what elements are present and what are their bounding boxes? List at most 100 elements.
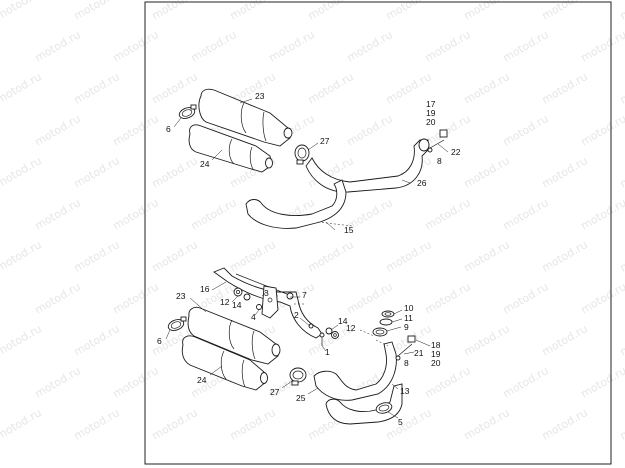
watermark-text: motod.ru <box>72 70 122 106</box>
left-washers-12-14 <box>233 287 251 301</box>
watermark-text: motod.ru <box>150 0 200 23</box>
callout-23-upper: 23 <box>255 91 265 101</box>
watermark-text: motod.ru <box>0 0 44 23</box>
watermark-text: motod.ru <box>462 154 512 190</box>
watermark-text: motod.ru <box>423 28 473 64</box>
lower-fastener-set <box>395 335 416 361</box>
gaskets-9-10-11 <box>372 310 395 337</box>
watermark-text: motod.ru <box>579 196 625 232</box>
upper-assembly <box>173 88 449 231</box>
callout-27-lower: 27 <box>270 387 280 397</box>
watermark-text: motod.ru <box>618 238 625 274</box>
watermark-text: motod.ru <box>33 364 83 400</box>
callout-13: 13 <box>400 386 410 396</box>
upper-fastener-set <box>427 129 448 153</box>
upper-leader-lines <box>173 98 449 231</box>
callout-24-upper: 24 <box>200 159 210 169</box>
watermark-text: motod.ru <box>306 238 356 274</box>
watermark-text: motod.ru <box>501 364 551 400</box>
watermark-text: motod.ru <box>462 0 512 23</box>
watermark-text: motod.ru <box>540 0 590 23</box>
bolt-4 <box>256 304 262 310</box>
lower-assembly-guides <box>294 303 389 347</box>
upper-clamp-27 <box>294 144 310 165</box>
callout-19-lower: 19 <box>431 349 441 359</box>
callout-9: 9 <box>404 322 409 332</box>
right-washers-12-14 <box>308 323 339 339</box>
head-pipe-13 <box>325 383 403 425</box>
callout-26: 26 <box>417 178 427 188</box>
callout-12-left: 12 <box>220 297 230 307</box>
watermark-text: motod.ru <box>540 70 590 106</box>
watermark-text: motod.ru <box>423 280 473 316</box>
lower-assembly <box>165 267 431 425</box>
callout-22: 22 <box>451 147 461 157</box>
watermark-text: motod.ru <box>540 322 590 358</box>
watermark-text: motod.ru <box>579 112 625 148</box>
watermark-text: motod.ru <box>501 280 551 316</box>
callout-8-lower: 8 <box>404 358 409 368</box>
watermark-text: motod.ru <box>501 28 551 64</box>
callout-12-right: 12 <box>346 323 356 333</box>
watermark-text: motod.ru <box>72 0 122 23</box>
watermark-text: motod.ru <box>111 28 161 64</box>
watermark-text: motod.ru <box>0 238 44 274</box>
callout-16: 16 <box>200 284 210 294</box>
watermark-text: motod.ru <box>228 406 278 442</box>
watermark-text: motod.ru <box>384 238 434 274</box>
watermark-text: motod.ru <box>618 322 625 358</box>
watermark-text: motod.ru <box>72 322 122 358</box>
watermark-text: motod.ru <box>618 70 625 106</box>
watermark-text: motod.ru <box>189 196 239 232</box>
watermark-text: motod.ru <box>306 70 356 106</box>
watermark-text: motod.ru <box>462 406 512 442</box>
watermark-text: motod.ru <box>579 364 625 400</box>
watermark-text: motod.ru <box>150 238 200 274</box>
watermark-text: motod.ru <box>189 28 239 64</box>
diagram-frame <box>144 1 612 465</box>
callout-7: 7 <box>302 290 307 300</box>
watermark-text: motod.ru <box>150 406 200 442</box>
watermark-text: motod.ru <box>0 322 44 358</box>
front-head-pipe-26 <box>305 138 430 193</box>
watermark-text: motod.ru <box>111 112 161 148</box>
callout-3: 3 <box>264 288 269 298</box>
watermark-text: motod.ru <box>228 238 278 274</box>
callout-1: 1 <box>325 347 330 357</box>
callout-27-upper: 27 <box>320 136 330 146</box>
watermark-text: motod.ru <box>462 322 512 358</box>
head-pipe-25 <box>313 341 397 401</box>
watermark-text: motod.ru <box>345 112 395 148</box>
watermark-text: motod.ru <box>462 70 512 106</box>
screw-1 <box>319 332 325 346</box>
watermark-text: motod.ru <box>150 70 200 106</box>
watermark-text: motod.ru <box>579 28 625 64</box>
watermark-text: motod.ru <box>618 406 625 442</box>
watermark-text: motod.ru <box>423 364 473 400</box>
callout-11: 11 <box>404 313 413 323</box>
clamp-5 <box>375 402 393 414</box>
watermark-text: motod.ru <box>267 28 317 64</box>
watermark-text: motod.ru <box>111 364 161 400</box>
watermark-text: motod.ru <box>228 0 278 23</box>
watermark-text: motod.ru <box>33 112 83 148</box>
watermark-text: motod.ru <box>0 406 44 442</box>
callout-10: 10 <box>404 303 414 313</box>
callout-14-left: 14 <box>232 300 242 310</box>
watermark-text: motod.ru <box>423 196 473 232</box>
callout-18: 18 <box>431 340 441 350</box>
watermark-text: motod.ru <box>0 154 44 190</box>
watermark-text: motod.ru <box>540 238 590 274</box>
callout-25: 25 <box>296 393 306 403</box>
watermark-text: motod.ru <box>150 154 200 190</box>
watermark-text: motod.ru <box>0 70 44 106</box>
watermark-text: motod.ru <box>72 154 122 190</box>
lower-clamp-6 <box>167 316 187 331</box>
callout-21: 21 <box>414 348 424 358</box>
watermark-text: motod.ru <box>540 154 590 190</box>
callout-6-lower: 6 <box>157 336 162 346</box>
upper-muffler-23 <box>198 88 293 147</box>
watermark-text: motod.ru <box>618 154 625 190</box>
callout-23-lower: 23 <box>176 291 186 301</box>
